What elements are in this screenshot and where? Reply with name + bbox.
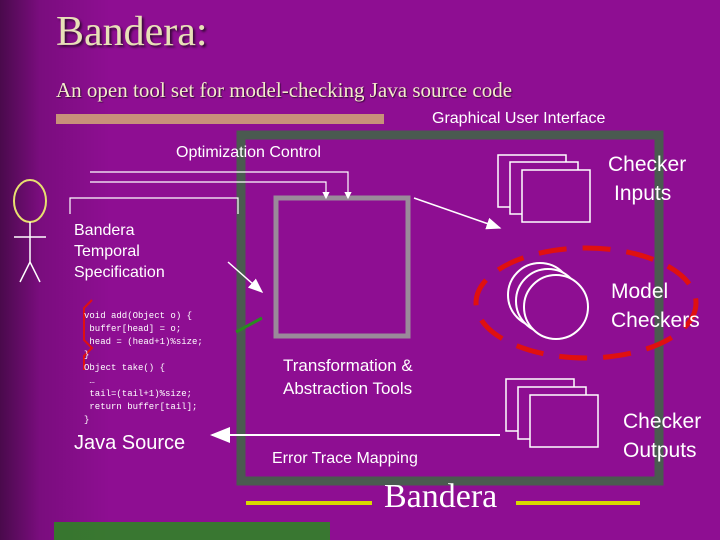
code-line: return buffer[tail]; (84, 402, 198, 412)
optimization-control-label: Optimization Control (176, 144, 321, 161)
user-stick-figure (13, 179, 47, 283)
checker-inputs-line: Inputs (614, 182, 672, 205)
error-trace-label: Error Trace Mapping (272, 450, 418, 467)
checker-inputs-line: Checker (608, 153, 687, 176)
transformation-label-line: Transformation & (283, 356, 413, 375)
checker-inputs-pages (497, 154, 591, 223)
code-line: … (84, 376, 95, 386)
code-to-tools-arrow (235, 316, 263, 334)
code-line: } (84, 415, 90, 425)
checker-outputs-label: Checker Outputs (623, 407, 701, 465)
spec-label-line: Bandera (74, 222, 135, 239)
transformation-label-line: Abstraction Tools (283, 379, 413, 398)
slide-title: Bandera: (56, 9, 208, 55)
checker-outputs-line: Checker (623, 410, 702, 433)
code-line: head = (head+1)%size; (84, 337, 203, 347)
gui-frame (236, 130, 664, 486)
code-line: Object take() { (84, 363, 166, 373)
checker-outputs-line: Outputs (623, 439, 697, 462)
temporal-spec-label: Bandera Temporal Specification (74, 220, 165, 283)
spec-bracket (69, 197, 239, 214)
code-line: } (84, 350, 90, 360)
code-line: buffer[head] = o; (84, 324, 182, 334)
optimization-line-2 (90, 181, 330, 200)
model-checkers-label: Model Checkers (611, 277, 700, 335)
checker-outputs-pages (505, 378, 599, 448)
green-accent-block (54, 522, 330, 540)
spec-label-line: Specification (74, 264, 165, 281)
java-source-label: Java Source (74, 432, 186, 454)
code-bracket (83, 299, 94, 370)
model-checker-circles (507, 262, 589, 340)
code-line: void add(Object o) { (84, 311, 193, 321)
model-checkers-line: Checkers (611, 309, 700, 332)
checker-inputs-label: Checker Inputs (608, 150, 686, 208)
bandera-footer-label: Bandera (384, 478, 498, 515)
spec-label-line: Temporal (74, 243, 140, 260)
tools-to-checker-inputs-arrow (413, 197, 502, 230)
transformation-tools-label: Transformation & Abstraction Tools (283, 354, 413, 400)
spec-to-tools-arrow (227, 261, 264, 293)
java-code-snippet: void add(Object o) { buffer[head] = o; h… (84, 310, 203, 427)
optimization-line-1 (90, 171, 352, 200)
title-rule (56, 114, 384, 124)
model-checkers-line: Model (611, 280, 669, 303)
model-checkers-ellipse (473, 245, 699, 361)
transformation-box (273, 195, 411, 339)
slide-subtitle: An open tool set for model-checking Java… (56, 78, 513, 102)
code-line: tail=(tail+1)%size; (84, 389, 193, 399)
gui-label: Graphical User Interface (432, 110, 606, 127)
